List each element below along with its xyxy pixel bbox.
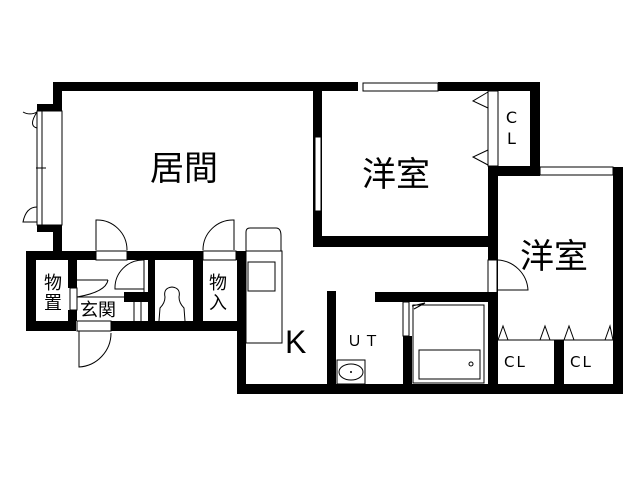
bathroom xyxy=(375,292,498,386)
room-label-living: 居間 xyxy=(150,149,218,189)
room-label-closet-3: CL xyxy=(570,353,593,371)
entrance xyxy=(76,259,145,321)
western-room-2-walls xyxy=(237,166,623,394)
interior-window xyxy=(314,136,322,212)
entrance-door[interactable] xyxy=(76,320,112,368)
room-label-closet-in: 物入 xyxy=(206,273,227,313)
room-label-western-2: 洋室 xyxy=(520,237,588,277)
living-door-left[interactable] xyxy=(95,219,128,261)
room-label-closet-2: CL xyxy=(504,353,527,371)
living-window-left xyxy=(22,110,63,226)
room-label-kitchen: K xyxy=(285,324,307,360)
room-label-western-1: 洋室 xyxy=(362,155,430,195)
closet-1 xyxy=(471,90,499,167)
living-door-right[interactable] xyxy=(202,219,237,261)
lower-left-walls xyxy=(26,251,246,331)
room-label-closet-1: CL xyxy=(502,108,521,150)
room-label-entrance: 玄関 xyxy=(80,300,116,321)
utility-room xyxy=(327,291,366,394)
western-room-1-walls xyxy=(313,82,540,247)
room-label-utility: ＵＴ xyxy=(347,332,382,350)
room-label-storage: 物置 xyxy=(41,273,62,313)
closets-2-3 xyxy=(497,324,614,341)
toilet[interactable] xyxy=(158,286,186,322)
